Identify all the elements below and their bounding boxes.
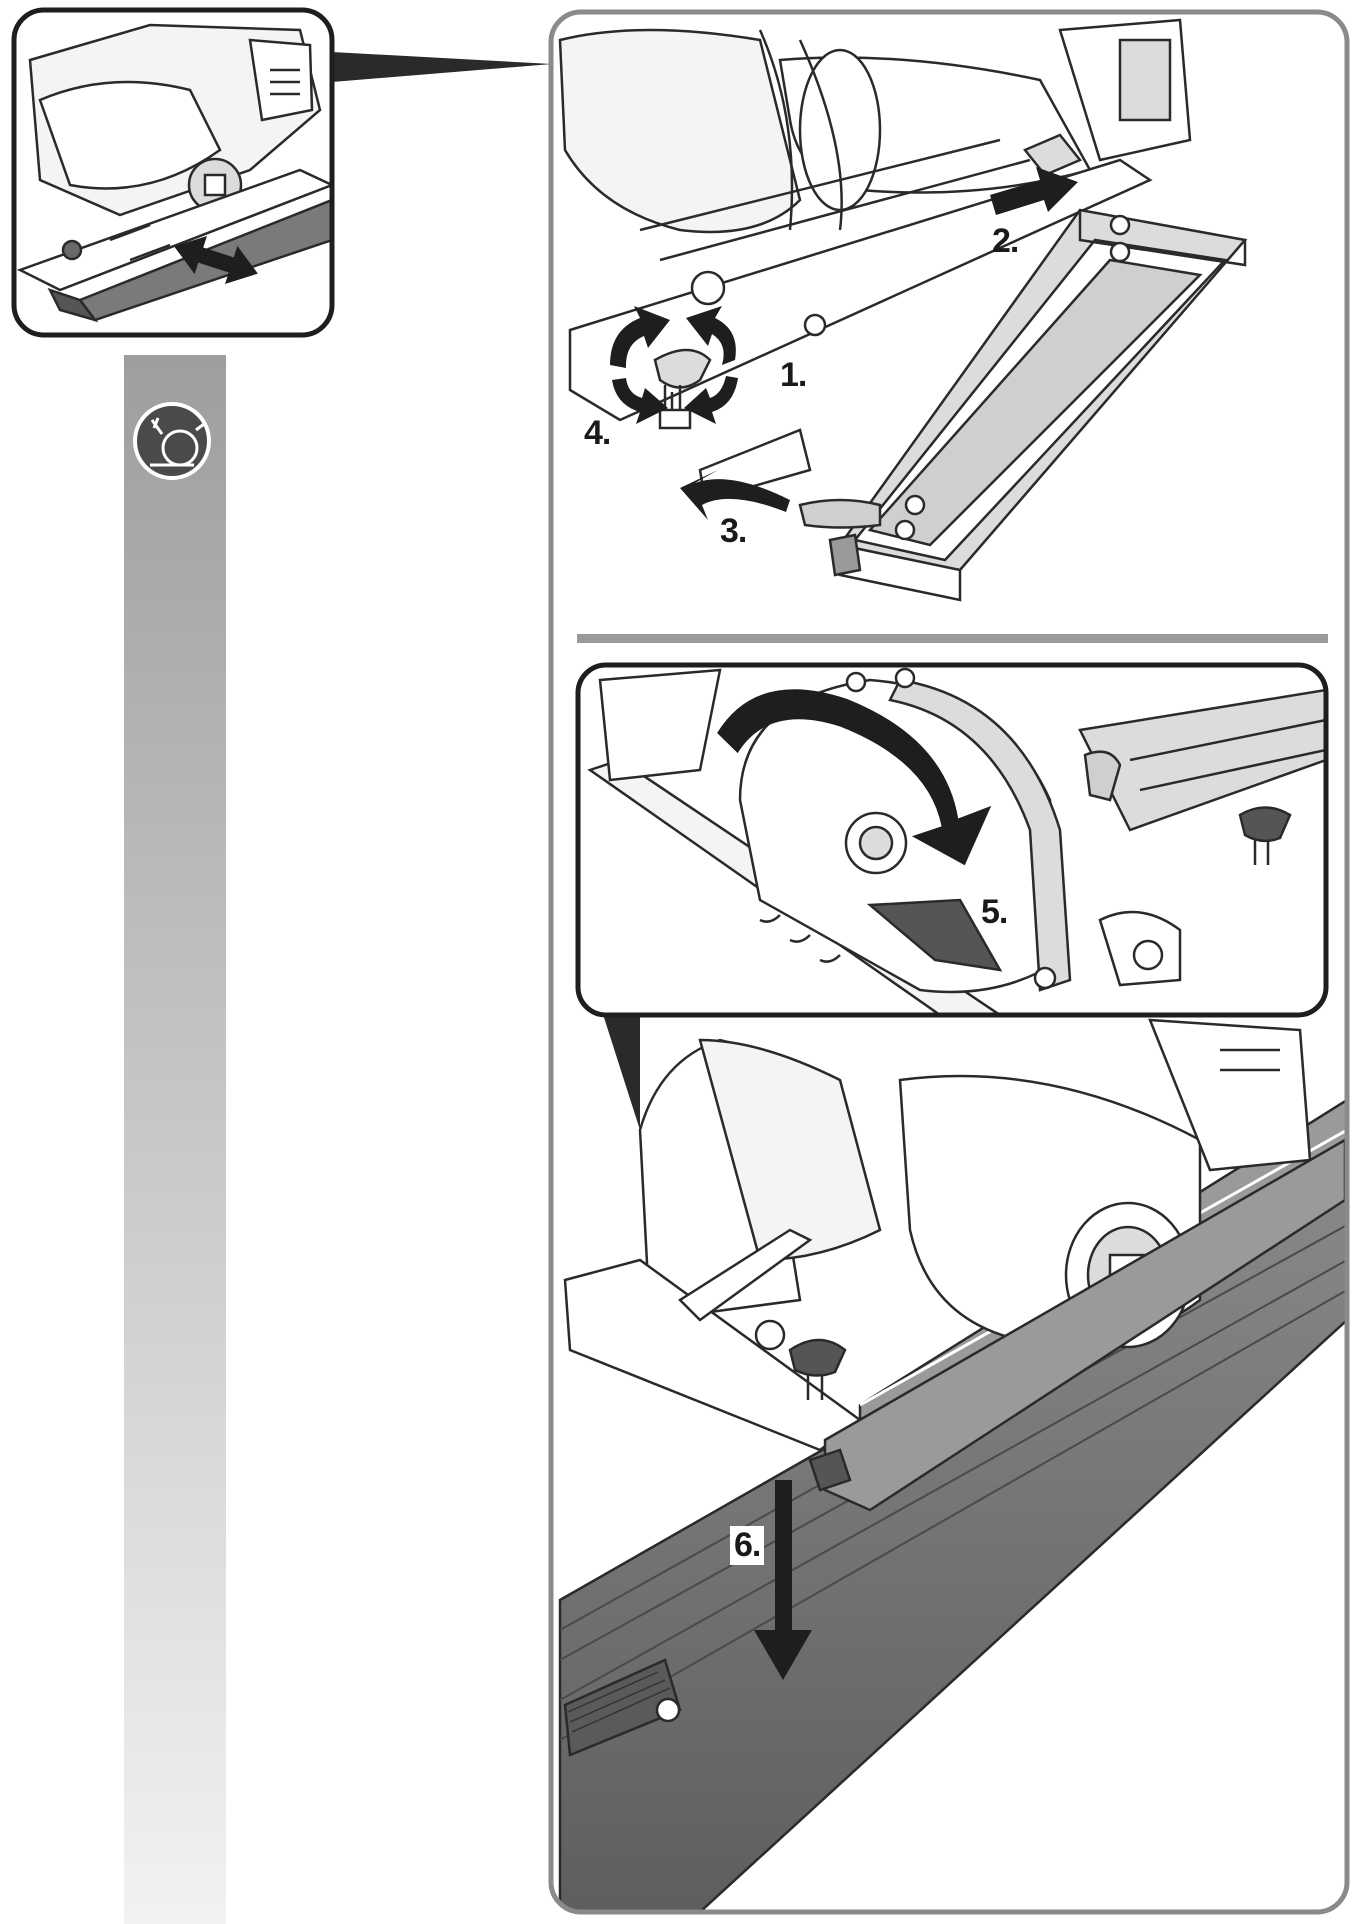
main-frame: [548, 9, 1350, 1915]
overview-inset: [11, 7, 335, 338]
saw-on-rail-illustration: [558, 1018, 1347, 1912]
step-6-arrow: [754, 1480, 812, 1680]
step-label-5: 5.: [981, 893, 1008, 931]
step-label-2: 2.: [992, 222, 1019, 260]
mounting-illustration: [558, 18, 1248, 602]
step-label-1: 1.: [780, 356, 807, 394]
step-arrows-top: [610, 167, 1078, 520]
sidebar-strip: [124, 355, 226, 1924]
step-label-6: 6.: [730, 1526, 765, 1565]
step-label-4: 4.: [584, 414, 611, 452]
detail-callout-pointer: [600, 1005, 640, 1130]
circular-saw-guide-rail-icon: [133, 402, 211, 480]
step-5-arrow: [717, 689, 992, 866]
section-divider: [577, 634, 1328, 643]
blade-guard-detail-inset: [575, 662, 1329, 1018]
step-label-3: 3.: [720, 512, 747, 550]
slide-direction-arrow: [174, 236, 258, 284]
inset-callout-pointer: [332, 52, 552, 82]
